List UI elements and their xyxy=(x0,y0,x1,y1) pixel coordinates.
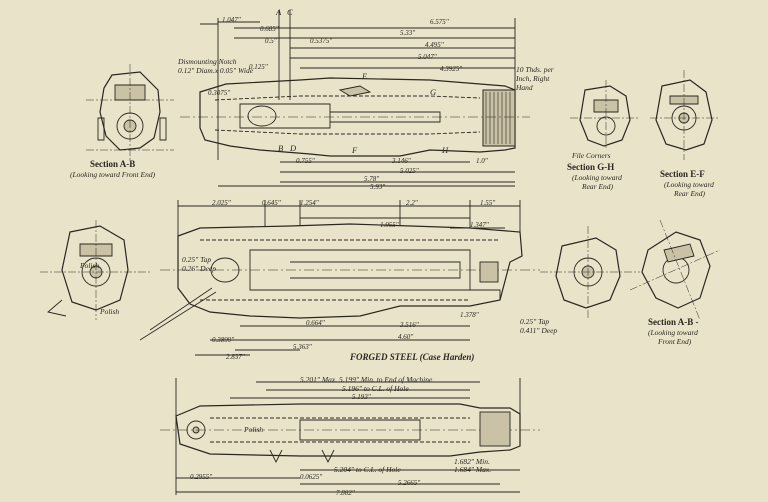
letter-f: F xyxy=(352,145,358,155)
note-min-max-1: 1.682" Min. xyxy=(454,457,490,466)
dim-0125: 0.125" xyxy=(249,63,268,71)
middle-bolt-view xyxy=(139,200,540,356)
dim-155: 1.55" xyxy=(480,199,496,207)
dim-03899: 0.3899" xyxy=(212,336,235,344)
note-polish-3: Polish xyxy=(244,425,264,434)
letter-e: E xyxy=(362,71,368,81)
dim-00625: 0.0625" xyxy=(300,473,323,481)
section-ef-title: Section E-F xyxy=(660,169,705,179)
note-polish-1: Polish xyxy=(80,261,100,270)
note-tap-1: 0.25" Tap xyxy=(182,255,212,264)
dim-3146: 3.146" xyxy=(392,157,411,165)
dim-3516: 3.516" xyxy=(400,321,419,329)
note-to-cl-hole-2: 5.204" to C.L. of Hole xyxy=(334,465,401,474)
dim-0645: 0.645" xyxy=(262,199,281,207)
dim-1254: 1.254" xyxy=(300,199,319,207)
section-ef xyxy=(650,70,720,160)
section-gh xyxy=(570,80,640,150)
dim-0755: 0.755" xyxy=(296,157,315,165)
letter-a: A xyxy=(276,7,282,17)
section-ab-right xyxy=(629,219,721,321)
note-min-max-2: 1.684" Max. xyxy=(454,465,492,474)
letter-g: G xyxy=(430,87,437,97)
dim-6575: 6.575" xyxy=(430,18,449,26)
section-gh-sub2: Rear End) xyxy=(582,182,614,191)
note-to-cl-hole-1: 5.196" to C.L. of Hole xyxy=(342,384,409,393)
dim-578: 5.78" xyxy=(364,175,380,183)
dim-5193: 5.193" xyxy=(352,393,371,401)
dim-05: 0.5" xyxy=(265,37,277,45)
letter-h: H xyxy=(442,145,449,155)
dim-4495: 4.495" xyxy=(425,41,444,49)
section-ab-title: Section A-B xyxy=(90,159,136,169)
dim-43925: 4.3925" xyxy=(440,65,463,73)
section-ab2-title: Section A-B - xyxy=(648,317,699,327)
section-ab2-sub2: Front End) xyxy=(658,337,692,346)
dim-1378: 1.378" xyxy=(460,311,479,319)
note-tap-2: 0.25" Tap xyxy=(520,317,550,326)
note-threads-2: Inch, Right xyxy=(516,74,550,83)
letter-b: B xyxy=(278,143,284,153)
bottom-plan-view xyxy=(160,378,540,495)
dim-02955: 0.2955" xyxy=(190,473,213,481)
dim-460: 4.60" xyxy=(398,333,414,341)
dim-2025: 2.025" xyxy=(212,199,231,207)
dim-2837: 2.837" xyxy=(226,353,245,361)
dim-1347: 1.347" xyxy=(470,221,489,229)
section-ef-sub1: (Looking toward xyxy=(664,180,714,189)
middle-right-section xyxy=(540,226,640,320)
dim-1047: 1.047" xyxy=(222,16,241,24)
middle-left-section xyxy=(40,220,150,320)
note-threads: 10 Thds. per xyxy=(516,65,554,74)
dim-05375: 0.5375" xyxy=(310,37,333,45)
dim-593: 5.93" xyxy=(370,183,386,191)
dim-0664: 0.664" xyxy=(306,319,325,327)
dim-03075: 0.3075" xyxy=(208,89,231,97)
section-gh-title: Section G-H xyxy=(567,162,615,172)
note-max-min: 5.201" Max. 5.199" Min. to End of Machin… xyxy=(300,375,433,384)
section-gh-sub1: (Looking toward xyxy=(572,173,622,182)
note-file-corners: File Corners xyxy=(572,151,611,160)
dim-52665: 5.2665" xyxy=(398,479,421,487)
note-tap-2b: 0.411" Deep xyxy=(520,326,558,335)
dim-1955: 1.955" xyxy=(380,221,399,229)
dim-22: 2.2" xyxy=(406,199,418,207)
dim-5363: 5.363" xyxy=(293,343,312,351)
section-ab-top xyxy=(86,64,174,160)
note-tap-1b: 0.26" Deep xyxy=(182,264,216,273)
letter-d: D xyxy=(290,143,297,153)
section-ef-sub2: Rear End) xyxy=(674,189,706,198)
top-receiver-view xyxy=(180,10,530,187)
dim-0685: 0.685" xyxy=(260,25,279,33)
dim-10: 1.0" xyxy=(476,157,488,165)
dim-5025: 5.025" xyxy=(400,167,419,175)
letter-c: C xyxy=(287,7,293,17)
dim-5047: 5.047" xyxy=(418,53,437,61)
note-polish-2: Polish xyxy=(100,307,120,316)
note-threads-3: Hand xyxy=(516,83,533,92)
section-ab-subtitle: (Looking toward Front End) xyxy=(70,170,156,179)
dim-533: 5.33" xyxy=(400,29,416,37)
note-dismounting: Dismounting Notch xyxy=(178,57,237,66)
section-ab2-sub1: (Looking toward xyxy=(648,328,698,337)
dim-7802: 7.802" xyxy=(336,489,355,497)
note-dismounting-2: 0.12" Diam.x 0.05" Wide xyxy=(178,66,254,75)
note-forged-steel: FORGED STEEL (Case Harden) xyxy=(350,352,475,362)
